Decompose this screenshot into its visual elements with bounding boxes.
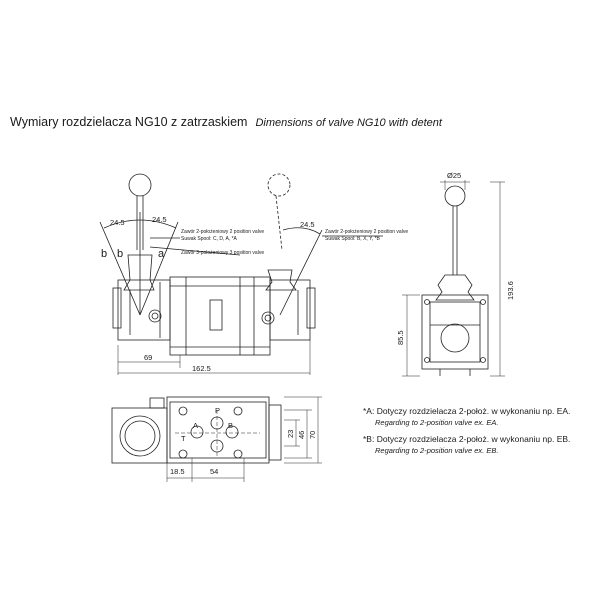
port-p: P: [215, 406, 220, 415]
spool-2pos-right-line2: Suwak Spool: B, X, Y, *B: [325, 236, 381, 242]
port-t: T: [181, 434, 186, 443]
port-b: B: [228, 421, 233, 430]
side-lever-knob: [444, 185, 466, 207]
title-pl: Wymiary rozdzielacza NG10 z zatrzaskiem: [10, 115, 248, 129]
note-b-sub: Regarding to 2-position valve ex. EB.: [375, 446, 499, 455]
lever-knob-right: [267, 173, 291, 197]
angle-left-2: 24.5: [152, 215, 167, 224]
spool-3pos: Zawór 3-położeniowy 3 position valve: [181, 250, 264, 256]
note-a: *A: Dotyczy rozdzielacza 2-położ. w wyko…: [363, 405, 570, 429]
page-title: Wymiary rozdzielacza NG10 z zatrzaskiem D…: [10, 115, 442, 129]
spool-2pos-left-line1: Zawór 2-położeniowy 2 position valve: [181, 229, 264, 235]
label-b-inner: b: [117, 248, 123, 260]
note-b-main: *B: Dotyczy rozdzielacza 2-położ. w wyko…: [363, 434, 571, 444]
note-b: *B: Dotyczy rozdzielacza 2-położ. w wyko…: [363, 433, 570, 457]
label-b-outer: b: [101, 248, 107, 260]
note-a-sub: Regarding to 2-position valve ex. EA.: [375, 418, 499, 427]
dim-46: 46: [297, 431, 306, 439]
front-view: [99, 173, 383, 375]
angle-left-1: 24.5: [110, 218, 125, 227]
spool-2pos-right-line1: Zawór 2-położeniowy 2 position valve: [325, 229, 408, 235]
side-view: [402, 180, 505, 377]
dim-69: 69: [144, 353, 152, 362]
note-a-main: *A: Dotyczy rozdzielacza 2-położ. w wyko…: [363, 406, 571, 416]
dim-18-5: 18.5: [170, 467, 185, 476]
title-en: Dimensions of valve NG10 with detent: [255, 117, 442, 129]
angle-right: 24.5: [300, 220, 315, 229]
dim-dia-25: Ø25: [447, 171, 461, 180]
dim-70: 70: [308, 431, 317, 439]
dim-193-6: 193.6: [506, 281, 515, 300]
port-a: A: [193, 421, 198, 430]
label-a: a: [158, 248, 165, 260]
dim-54: 54: [210, 467, 218, 476]
lever-knob-left: [128, 173, 152, 197]
spool-2pos-left-line2: Suwak Spool: C, D, A, *A: [181, 236, 238, 242]
dim-85-5: 85.5: [396, 330, 405, 345]
dim-162-5: 162.5: [192, 364, 211, 373]
bottom-view: [111, 396, 322, 482]
dim-23: 23: [286, 430, 295, 438]
